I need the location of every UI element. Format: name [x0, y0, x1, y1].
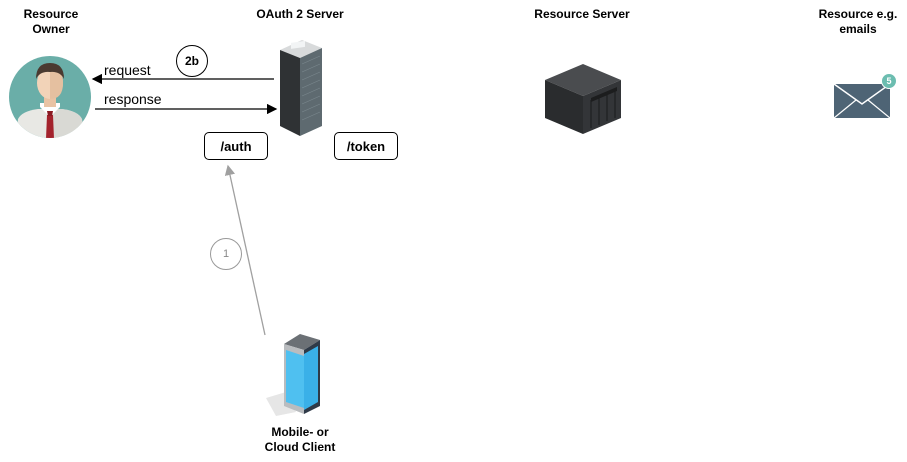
request-label: request [104, 62, 151, 78]
resource-owner-label-line1: Resource [23, 7, 79, 21]
resource-owner-label-line2: Owner [32, 22, 70, 36]
token-endpoint[interactable]: /token [334, 132, 398, 160]
email-icon [833, 83, 891, 119]
resource-server-label: Resource Server [534, 7, 630, 21]
mobile-client-icon [266, 334, 320, 416]
auth-request-arrow [224, 164, 266, 336]
step-1-badge: 1 [210, 238, 242, 270]
client-label-line2: Cloud Client [264, 440, 336, 454]
client-label: Mobile- or Cloud Client [250, 425, 350, 455]
resource-label-line2: emails [839, 22, 877, 36]
resource-owner-label: Resource Owner [10, 7, 92, 37]
client-label-line1: Mobile- or [271, 425, 329, 439]
oauth-server-label: OAuth 2 Server [256, 7, 344, 21]
email-count-badge: 5 [881, 73, 897, 89]
resource-server-icon [545, 64, 621, 134]
resource-owner-avatar-icon [9, 56, 91, 138]
response-label: response [104, 91, 162, 107]
resource-label-line1: Resource e.g. [818, 7, 898, 21]
step-2b-badge: 2b [176, 45, 208, 77]
resource-label: Resource e.g. emails [808, 7, 907, 37]
oauth-server-icon [280, 40, 322, 136]
auth-endpoint[interactable]: /auth [204, 132, 268, 160]
